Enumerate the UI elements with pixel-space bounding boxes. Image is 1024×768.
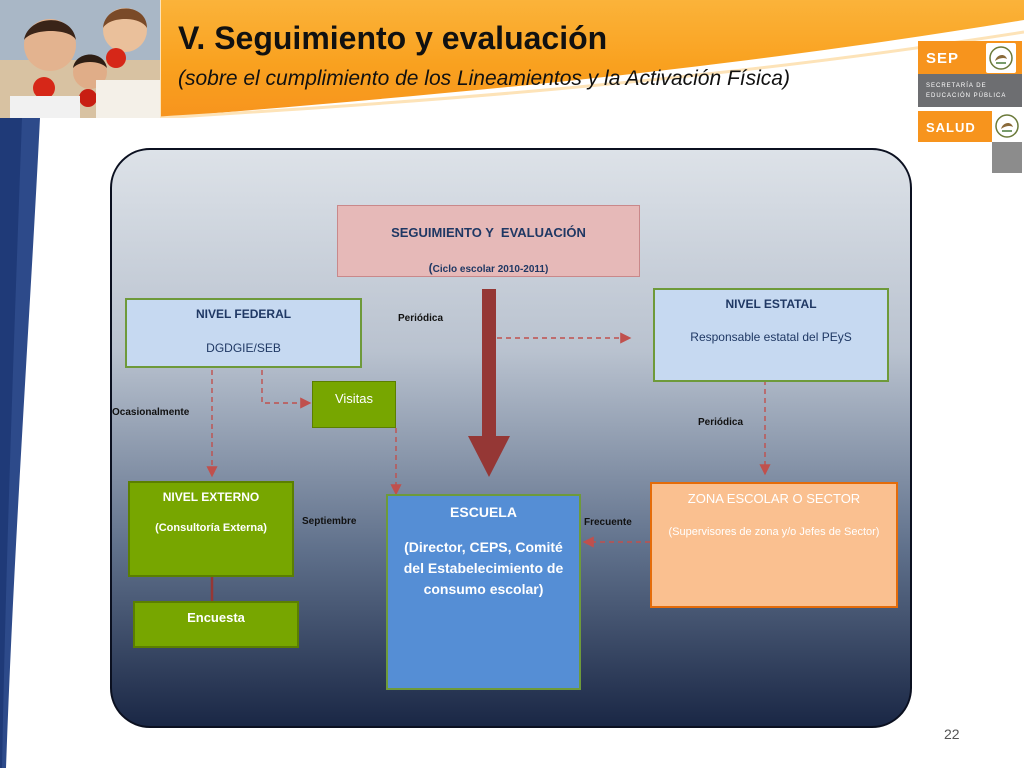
nivel-externo-box: NIVEL EXTERNO (Consultoría Externa) [128,481,294,577]
mexico-seal-icon [995,114,1019,138]
encuesta-label: Encuesta [187,610,245,625]
nivel-federal-title: NIVEL FEDERAL [195,307,292,321]
nivel-federal-box: NIVEL FEDERAL DGDGIE/SEB [125,298,362,368]
nivel-externo-title: NIVEL EXTERNO [162,490,260,504]
page-subtitle: (sobre el cumplimiento de los Lineamient… [178,67,790,90]
sep-emblem-box [986,43,1016,73]
zona-escolar-title: ZONA ESCOLAR O SECTOR [687,491,861,506]
escuela-box: ESCUELA (Director, CEPS, Comité del Esta… [386,494,581,690]
nivel-estatal-sub: Responsable estatal del PEyS [690,330,852,344]
nivel-estatal-title: NIVEL ESTATAL [725,297,817,311]
sep-logo-text: SEP [926,50,960,67]
nivel-federal-sub: DGDGIE/SEB [206,341,281,355]
page-title: V. Seguimiento y evaluación [178,20,608,56]
seguimiento-evaluacion-box: SEGUIMIENTO Y EVALUACIÓN (Ciclo escolar … [337,205,640,277]
escuela-sub: (Director, CEPS, Comité del Estabelecimi… [403,539,564,597]
salud-logo-text: SALUD [926,120,976,135]
visitas-label: Visitas [334,391,374,406]
label-ocasionalmente: Ocasionalmente [112,407,190,418]
page-number: 22 [944,726,960,742]
zona-escolar-box: ZONA ESCOLAR O SECTOR (Supervisores de z… [650,482,898,608]
label-septiembre: Septiembre [302,516,357,527]
sep-logo: SEP SECRETARÍA DE EDUCACIÓN PÚBLICA [918,41,1022,107]
ciclo-escolar-label: (Ciclo escolar 2010-2011) [338,259,639,277]
children-photo [0,0,160,118]
sep-logo-bottom [918,74,1022,107]
sep-logo-line1: SECRETARÍA DE [926,83,987,89]
mexico-seal-icon [989,46,1013,70]
escuela-title: ESCUELA [450,504,517,520]
zona-escolar-sub: (Supervisores de zona y/o Jefes de Secto… [668,526,880,538]
sep-logo-line2: EDUCACIÓN PÚBLICA [926,93,1007,99]
header-wave-decoration [160,0,1024,118]
encuesta-box: Encuesta [133,601,299,648]
ciclo-paren: ( [428,261,433,275]
label-periodica-federal-estatal: Periódica [398,313,444,324]
visitas-box: Visitas [312,381,396,428]
seguimiento-title: SEGUIMIENTO Y EVALUACIÓN [391,225,586,240]
children-photo-illustration [0,0,160,118]
salud-logo-bottom [992,142,1022,173]
salud-logo-top [918,111,992,142]
label-periodica-estatal-zona: Periódica [698,417,744,428]
salud-emblem-box [992,111,1022,142]
ciclo-text: Ciclo escolar 2010-2011) [432,264,549,275]
nivel-externo-sub: (Consultoría Externa) [155,522,267,534]
label-frecuente: Frecuente [584,517,632,528]
salud-logo: SALUD [918,111,1022,173]
nivel-estatal-box: NIVEL ESTATAL Responsable estatal del PE… [653,288,889,382]
left-band-decoration [0,118,40,768]
